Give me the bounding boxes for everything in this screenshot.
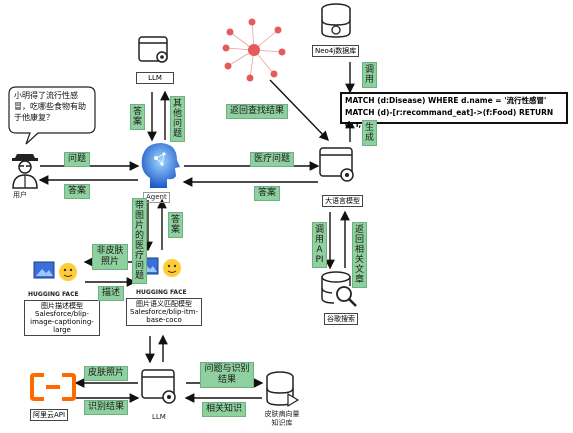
llm-top-icon xyxy=(138,36,172,66)
cypher-query-box: MATCH (d:Disease) WHERE d.name = '流行性感冒'… xyxy=(340,92,568,129)
edge-label-answer-big: 答案 xyxy=(254,186,281,201)
skin-db-label: 皮肤病向量知识库 xyxy=(264,410,300,427)
hf-left-brand: HUGGING FACE xyxy=(28,291,79,298)
edge-label-return-results: 返回查找结果 xyxy=(226,104,289,119)
big-model-label: 大语言模型 xyxy=(322,195,363,207)
edge-label-recognition-result: 识别结果 xyxy=(84,400,129,415)
hf-left-icon xyxy=(32,258,82,294)
edge-label-question: 问题 xyxy=(64,152,91,167)
edge-label-question-and-result: 问题与识别结果 xyxy=(200,362,254,388)
edge-label-answer-img: 答案 xyxy=(168,212,183,238)
arrow-graph-big xyxy=(269,79,329,142)
edge-label-answer-user: 答案 xyxy=(64,184,91,199)
llm-bottom-label: LLM xyxy=(152,413,166,421)
google-search-icon xyxy=(320,270,360,310)
speech-bubble: 小明得了流行性感冒，吃哪些食物有助于他康复？ xyxy=(8,86,96,145)
hf-right-caption: 图片语义匹配模型 Salesforce/blip-itm-base-coco xyxy=(126,298,202,326)
edge-label-image-question: 带图片的医疗问题 xyxy=(132,198,147,284)
neo4j-database-icon xyxy=(320,2,356,42)
user-icon xyxy=(8,150,42,190)
edge-label-describe: 描述 xyxy=(98,286,125,301)
edge-label-other-questions: 其他问题 xyxy=(170,96,185,142)
big-model-icon xyxy=(318,146,358,186)
hf-left-caption: 图片描述模型 Salesforce/blip-image-captioning-… xyxy=(24,300,100,336)
aliyun-logo xyxy=(30,372,76,402)
hf-right-brand: HUGGING FACE xyxy=(136,289,187,296)
edge-label-skin-photo: 皮肤照片 xyxy=(84,366,129,381)
edge-label-return-articles: 返回相关文章 xyxy=(352,222,367,288)
edge-label-related-knowledge: 相关知识 xyxy=(202,402,247,417)
aliyun-label: 阿里云API xyxy=(30,409,69,421)
edge-label-non-skin: 非皮肤照片 xyxy=(92,244,128,270)
edge-label-generate: 生成 xyxy=(362,120,377,146)
cypher-query-text: MATCH (d:Disease) WHERE d.name = '流行性感冒'… xyxy=(345,96,554,129)
user-label: 用户 xyxy=(13,191,27,199)
edge-label-medical-question: 医疗问题 xyxy=(250,152,295,167)
agent-icon xyxy=(136,140,182,190)
edge-label-invoke: 调用 xyxy=(362,62,377,88)
llm-bottom-icon xyxy=(140,368,180,408)
neo4j-graph-image xyxy=(222,18,286,82)
skin-db-icon xyxy=(264,370,304,410)
google-label: 谷歌搜索 xyxy=(324,313,358,325)
agent-label: Agent xyxy=(143,192,170,203)
edge-label-answer-llm: 答案 xyxy=(130,104,145,130)
llm-top-label: LLM xyxy=(136,72,174,84)
neo4j-label: Neo4j数据库 xyxy=(312,45,360,57)
edge-label-call-api: 调用API xyxy=(312,222,327,268)
